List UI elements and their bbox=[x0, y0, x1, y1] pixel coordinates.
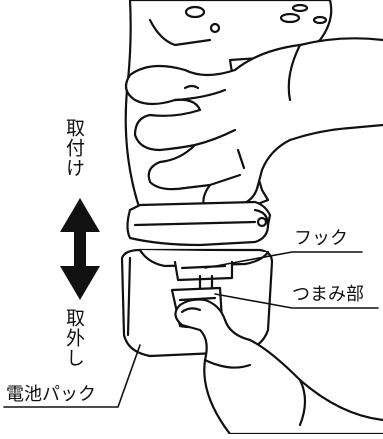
attach-label: 取付け bbox=[63, 118, 85, 178]
double-vertical-arrow-icon bbox=[60, 198, 100, 300]
knob-label: つまみ部 bbox=[292, 284, 364, 305]
battery-pack-label: 電池パック bbox=[6, 384, 96, 405]
hook-leader-line bbox=[204, 251, 363, 269]
detach-label: 取外し bbox=[63, 308, 85, 368]
knob-leader-line bbox=[214, 293, 379, 309]
leader-lines bbox=[3, 251, 379, 408]
lower-hand bbox=[174, 298, 383, 436]
battery-pack-leader-line bbox=[3, 344, 141, 408]
hook-label: フック bbox=[294, 228, 348, 249]
tool-base bbox=[126, 200, 272, 247]
